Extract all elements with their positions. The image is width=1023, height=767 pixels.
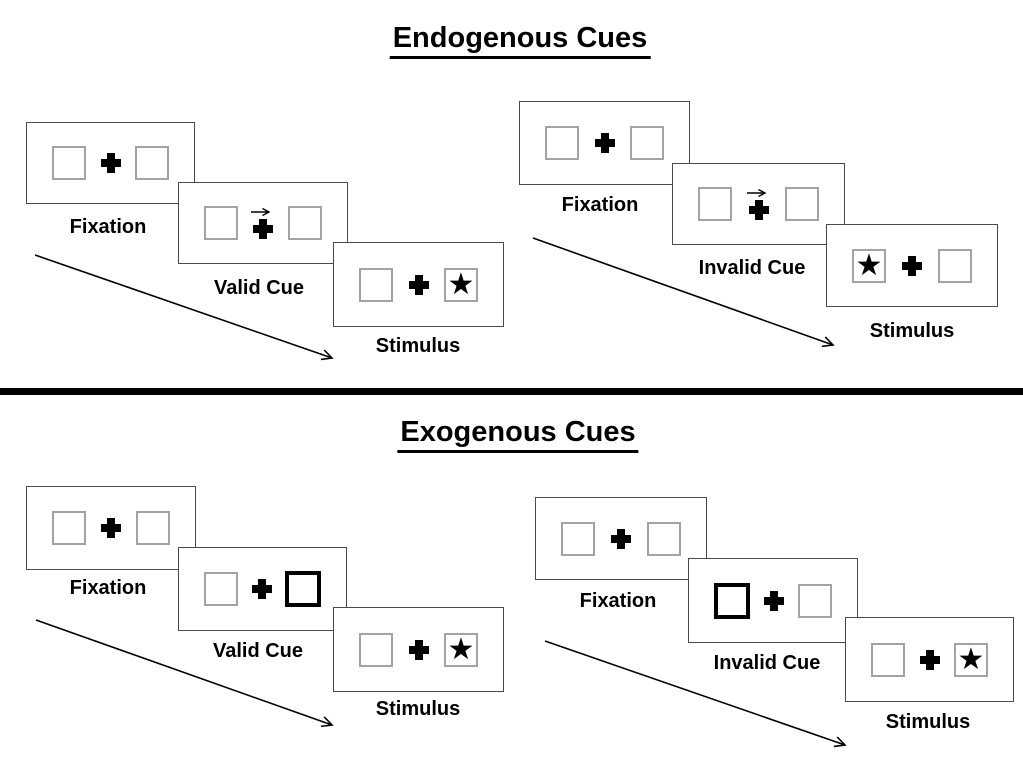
star-target-box: ★ [444, 631, 478, 667]
card-stimulus: ★ [333, 607, 504, 692]
right-placeholder-box [938, 248, 972, 283]
right-placeholder-box [288, 206, 322, 240]
fixation-area [101, 518, 121, 538]
fixation-cross-icon [764, 590, 784, 611]
card-fixation [535, 497, 707, 580]
star-stimulus-icon: ★ [447, 631, 475, 667]
fixation-area [251, 579, 272, 599]
fixation-area [250, 207, 276, 239]
card-label-stimulus: Stimulus [885, 711, 971, 733]
card-fixation [26, 122, 195, 204]
left-placeholder-box [52, 146, 86, 180]
fixation-cross-icon [594, 133, 615, 153]
left-placeholder-box [204, 572, 238, 606]
fixation-cross-icon [253, 219, 273, 239]
fixation-cross-icon [408, 274, 429, 295]
fixation-cross-icon [408, 639, 429, 660]
right-placeholder-box [136, 511, 170, 545]
fixation-area [764, 590, 784, 611]
star-stimulus-icon: ★ [855, 247, 883, 283]
card-invalid-cue [688, 558, 858, 643]
fixation-area [408, 639, 429, 660]
fixation-area [611, 528, 631, 549]
card-valid-cue [178, 547, 347, 631]
left-placeholder-box [871, 642, 905, 677]
left-placeholder-box [359, 632, 393, 667]
card-stimulus: ★ [826, 224, 998, 307]
card-label-invalid-cue: Invalid Cue [713, 652, 821, 674]
fixation-cross-icon [902, 255, 922, 276]
fixation-cross-icon [251, 579, 272, 599]
fixation-area [902, 255, 922, 276]
timeline-arrow-icon [35, 619, 334, 728]
card-fixation [26, 486, 196, 570]
timeline-arrow-icon [544, 640, 847, 748]
card-valid-cue [178, 182, 348, 264]
fixation-cross-icon [101, 518, 121, 538]
left-placeholder-box [561, 521, 595, 556]
fixation-area [408, 274, 429, 295]
fixation-area [746, 188, 772, 220]
right-arrow-cue-icon [746, 188, 766, 198]
star-target-box: ★ [444, 266, 478, 302]
left-placeholder-box [698, 187, 732, 221]
fixation-area [919, 649, 940, 670]
right-placeholder-box [135, 146, 169, 180]
star-stimulus-icon: ★ [447, 266, 475, 302]
section-title-exogenous: Exogenous Cues [397, 416, 639, 454]
right-placeholder-box [630, 126, 664, 160]
card-stimulus: ★ [845, 617, 1014, 702]
card-fixation [519, 101, 690, 185]
star-stimulus-icon: ★ [957, 641, 985, 677]
right-placeholder-box [785, 187, 819, 221]
right-arrow-cue-icon [251, 207, 271, 217]
left-placeholder-box [204, 206, 238, 240]
card-stimulus: ★ [333, 242, 504, 327]
card-label-valid-cue: Valid Cue [213, 277, 305, 299]
fixation-area [594, 133, 615, 153]
fixation-cross-icon [748, 200, 769, 220]
timeline-arrow-icon [34, 254, 334, 361]
left-placeholder-box [545, 126, 579, 160]
section-title-endogenous: Endogenous Cues [389, 22, 651, 60]
exogenous-cue-box [714, 582, 750, 619]
card-label-fixation: Fixation [561, 194, 639, 216]
card-invalid-cue [672, 163, 845, 245]
card-label-fixation: Fixation [69, 577, 147, 599]
fixation-cross-icon [611, 528, 631, 549]
card-label-valid-cue: Valid Cue [212, 640, 304, 662]
card-label-fixation: Fixation [69, 216, 147, 238]
star-target-box: ★ [852, 247, 886, 283]
fixation-cross-icon [100, 153, 121, 173]
fixation-area [100, 153, 121, 173]
card-label-stimulus: Stimulus [375, 335, 461, 357]
card-label-invalid-cue: Invalid Cue [698, 257, 806, 279]
left-placeholder-box [359, 267, 393, 302]
exogenous-cue-box [285, 571, 321, 607]
card-label-stimulus: Stimulus [869, 320, 955, 342]
right-placeholder-box [798, 583, 832, 618]
fixation-cross-icon [919, 649, 940, 670]
timeline-arrow-icon [532, 237, 835, 348]
left-placeholder-box [52, 511, 86, 545]
card-label-fixation: Fixation [579, 590, 657, 612]
star-target-box: ★ [954, 641, 988, 677]
section-divider [0, 388, 1023, 395]
right-placeholder-box [647, 521, 681, 556]
card-label-stimulus: Stimulus [375, 698, 461, 720]
